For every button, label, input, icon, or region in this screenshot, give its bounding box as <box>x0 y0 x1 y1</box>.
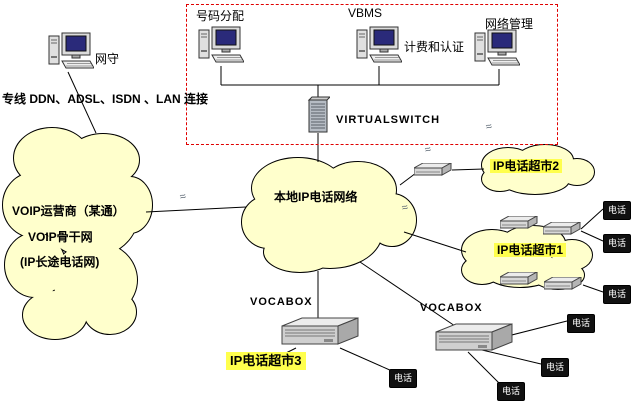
virtualswitch-label: VIRTUALSWITCH <box>336 114 441 126</box>
access-lines-text: 专线 DDN、ADSL、ISDN 、LAN 连接 <box>2 92 208 106</box>
voip-cloud-line3: (IP长途电话网) <box>20 255 100 269</box>
phone-label: 电话 <box>607 289 626 299</box>
gatekeeper-label: 网守 <box>95 52 120 66</box>
phone-label: 电话 <box>571 318 590 328</box>
gatekeeper-computer-icon <box>48 32 94 69</box>
phone-label: 电话 <box>545 362 564 372</box>
access-hub-icon <box>414 163 452 176</box>
vocabox-right-label: VOCABOX <box>420 302 483 314</box>
supermarket3-label: IP电话超市3 <box>226 352 306 370</box>
local-ip-network-cloud <box>241 157 417 273</box>
supermarket1-hub-icon <box>500 216 538 229</box>
supermarket1-label: IP电话超市1 <box>494 243 567 258</box>
supermarket1-hub-icon <box>543 222 581 235</box>
network-mgmt-label: 网络管理 <box>485 17 534 31</box>
supermarket1-hub-icon <box>544 277 582 290</box>
phone-label: 电话 <box>607 238 626 248</box>
network-mgmt-computer-icon <box>474 29 520 66</box>
voip-backbone-cloud <box>2 127 153 340</box>
vbms-title: VBMS <box>348 6 383 20</box>
phone-terminal-icon: 电话 <box>389 369 417 388</box>
virtualswitch-device-icon <box>308 96 330 133</box>
number-allocation-computer-icon <box>198 26 244 63</box>
supermarket2-label: IP电话超市2 <box>490 159 563 174</box>
phone-terminal-icon: 电话 <box>603 285 631 304</box>
phone-label: 电话 <box>393 373 412 383</box>
phone-terminal-icon: 电话 <box>603 201 631 220</box>
phone-terminal-icon: 电话 <box>541 358 569 377</box>
phone-terminal-icon: 电话 <box>603 234 631 253</box>
phone-terminal-icon: 电话 <box>497 382 525 401</box>
phone-terminal-icon: 电话 <box>567 314 595 333</box>
phone-label: 电话 <box>607 205 626 215</box>
billing-auth-computer-icon <box>356 26 402 63</box>
local-cloud-label: 本地IP电话网络 <box>274 190 358 204</box>
billing-auth-label: 计费和认证 <box>404 40 465 54</box>
voip-cloud-line1: VOIP运营商（某通） <box>12 204 125 218</box>
vbms-domain-frame <box>186 4 558 145</box>
vocabox-center-label: VOCABOX <box>250 296 313 308</box>
supermarket1-hub-icon <box>500 272 538 285</box>
voip-cloud-line2: VOIP骨干网 <box>28 230 93 244</box>
phone-label: 电话 <box>501 386 520 396</box>
vocabox-right-device-icon <box>435 323 513 351</box>
vocabox-center-device-icon <box>281 317 359 345</box>
number-allocation-label: 号码分配 <box>196 9 245 23</box>
